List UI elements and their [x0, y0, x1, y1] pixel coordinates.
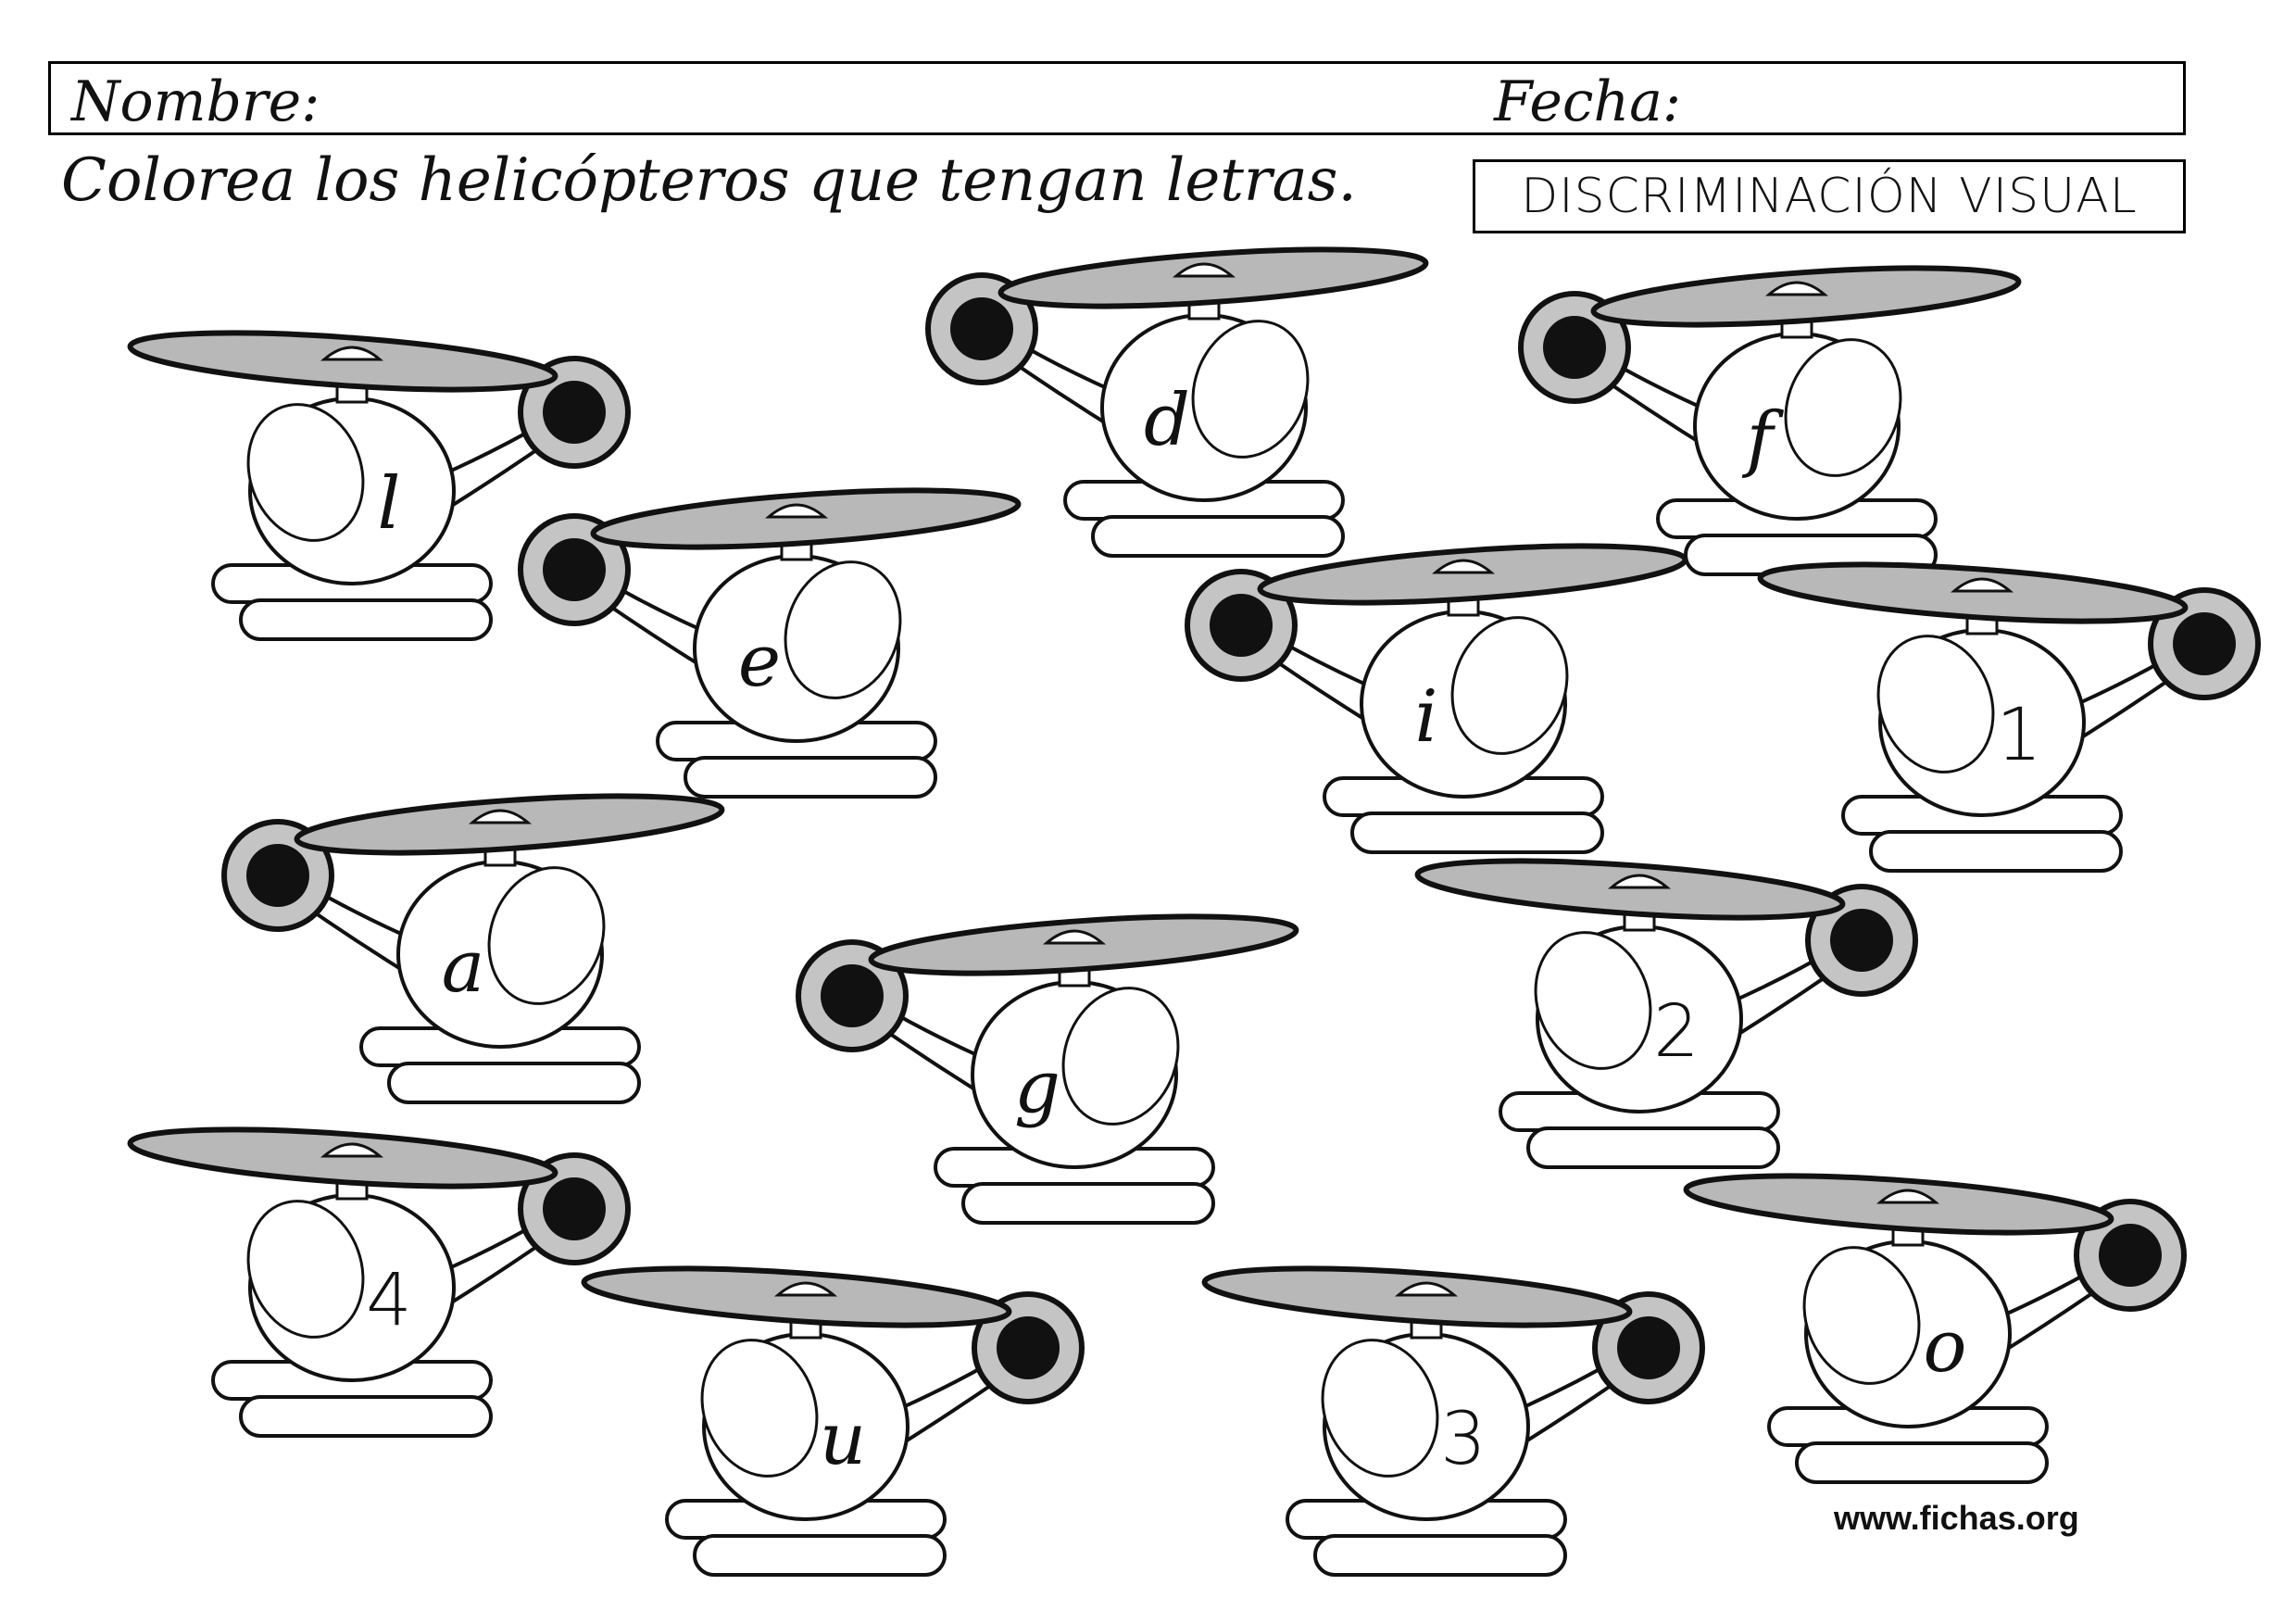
skid-lower — [387, 1062, 641, 1104]
rotor-hub — [764, 503, 829, 519]
tail-rotor-disc — [1543, 316, 1606, 379]
main-rotor — [1414, 858, 1846, 921]
helicopter-digit: 3 — [1440, 1398, 1487, 1481]
tail-rotor-disc — [543, 1177, 606, 1240]
tail-rotor-disc — [543, 381, 606, 444]
tail-rotor-disc — [1617, 1316, 1680, 1379]
tail-rotor-disc — [543, 538, 606, 601]
rotor-hub — [1431, 559, 1496, 574]
helicopter-digit: 2 — [1653, 990, 1700, 1074]
skid-lower — [239, 1395, 493, 1438]
rotor-hub — [320, 346, 384, 361]
helicopter-10: 4 — [127, 1126, 631, 1438]
helicopter-7: a — [221, 793, 725, 1104]
main-rotor — [1683, 1173, 2114, 1236]
skid-lower — [1350, 812, 1604, 854]
cockpit-window — [487, 866, 606, 1005]
cockpit-window — [700, 1339, 819, 1478]
helicopter-digit: 4 — [366, 1259, 412, 1342]
main-rotor — [1757, 561, 2189, 624]
website-url: www.fichas.org — [1834, 1499, 2079, 1537]
rotor-hub — [1950, 577, 2014, 593]
main-rotor — [868, 913, 1299, 976]
skid-lower — [1313, 1534, 1567, 1577]
rotor-hub — [773, 1281, 838, 1297]
cockpit-window — [1876, 635, 1995, 774]
helicopter-11: u — [581, 1265, 1085, 1577]
tail-rotor-disc — [1830, 909, 1893, 972]
cockpit-window — [1784, 338, 1902, 477]
tail-rotor-disc — [997, 1316, 1060, 1379]
date-label: Fecha: — [1494, 69, 1682, 134]
title-box: DISCRIMINACIÓN VISUAL — [1473, 159, 2186, 233]
helicopter-letter: d — [1144, 379, 1190, 462]
cockpit-window — [1450, 616, 1569, 755]
main-rotor — [127, 330, 558, 393]
tail-rotor-disc — [1210, 594, 1273, 657]
rotor-hub — [320, 1142, 384, 1158]
cockpit-window — [1321, 1339, 1439, 1478]
tail-rotor-disc — [246, 844, 309, 907]
tail-rotor-disc — [2173, 612, 2236, 675]
instruction-text: Colorea los helicópteros que tengan letr… — [61, 146, 1357, 215]
main-rotor — [997, 246, 1429, 309]
skid-lower — [1526, 1126, 1780, 1169]
helicopter-letter: g — [1014, 1046, 1060, 1129]
skid-lower — [693, 1534, 947, 1577]
header-box: Nombre: Fecha: — [48, 61, 2186, 135]
cockpit-window — [1191, 320, 1310, 459]
cockpit-window — [1061, 987, 1180, 1126]
tail-rotor-disc — [950, 297, 1013, 360]
main-rotor — [127, 1126, 558, 1189]
helicopter-12: 3 — [1201, 1265, 1705, 1577]
main-rotor — [581, 1265, 1012, 1328]
rotor-hub — [1394, 1281, 1459, 1297]
helicopter-digit: 1 — [1996, 694, 2042, 777]
helicopter-letter: i — [1415, 675, 1438, 759]
worksheet-title: DISCRIMINACIÓN VISUAL — [1521, 169, 2138, 224]
tail-rotor-disc — [821, 964, 884, 1027]
cockpit-window — [1802, 1246, 1921, 1385]
skid-lower — [239, 598, 493, 641]
rotor-hub — [1764, 281, 1829, 296]
helicopter-5: i — [1185, 543, 1688, 854]
helicopter-9: 2 — [1414, 858, 1918, 1169]
rotor-hub — [1172, 262, 1236, 278]
main-rotor — [1201, 1265, 1633, 1328]
skid-lower — [961, 1182, 1215, 1225]
helicopter-2: d — [925, 246, 1429, 558]
main-rotor — [1590, 265, 2022, 328]
rotor-hub — [1607, 874, 1672, 889]
helicopter-1: l — [127, 330, 631, 641]
rotor-hub — [1876, 1189, 1940, 1204]
helicopter-letter: e — [738, 620, 781, 703]
helicopter-6: 1 — [1757, 561, 2261, 873]
cockpit-window — [784, 560, 902, 699]
cockpit-window — [1534, 931, 1652, 1070]
main-rotor — [1257, 543, 1688, 606]
main-rotor — [590, 487, 1022, 550]
helicopter-4: e — [518, 487, 1022, 799]
helicopter-13: o — [1683, 1173, 2187, 1484]
skid-lower — [1795, 1441, 2049, 1484]
skid-lower — [1091, 515, 1345, 558]
helicopter-letter: o — [1924, 1305, 1967, 1389]
helicopter-letter: l — [378, 462, 401, 546]
tail-rotor-disc — [2099, 1224, 2162, 1287]
main-rotor — [294, 793, 725, 856]
cockpit-window — [246, 403, 365, 542]
helicopter-letter: a — [442, 925, 485, 1009]
helicopter-8: g — [796, 913, 1299, 1225]
rotor-hub — [1042, 929, 1107, 945]
rotor-hub — [468, 809, 533, 824]
helicopter-letter: u — [820, 1398, 866, 1481]
name-label: Nombre: — [71, 69, 320, 134]
skid-lower — [684, 756, 937, 799]
cockpit-window — [246, 1200, 365, 1339]
skid-lower — [1869, 830, 2123, 873]
helicopter-3: f — [1518, 265, 2022, 576]
